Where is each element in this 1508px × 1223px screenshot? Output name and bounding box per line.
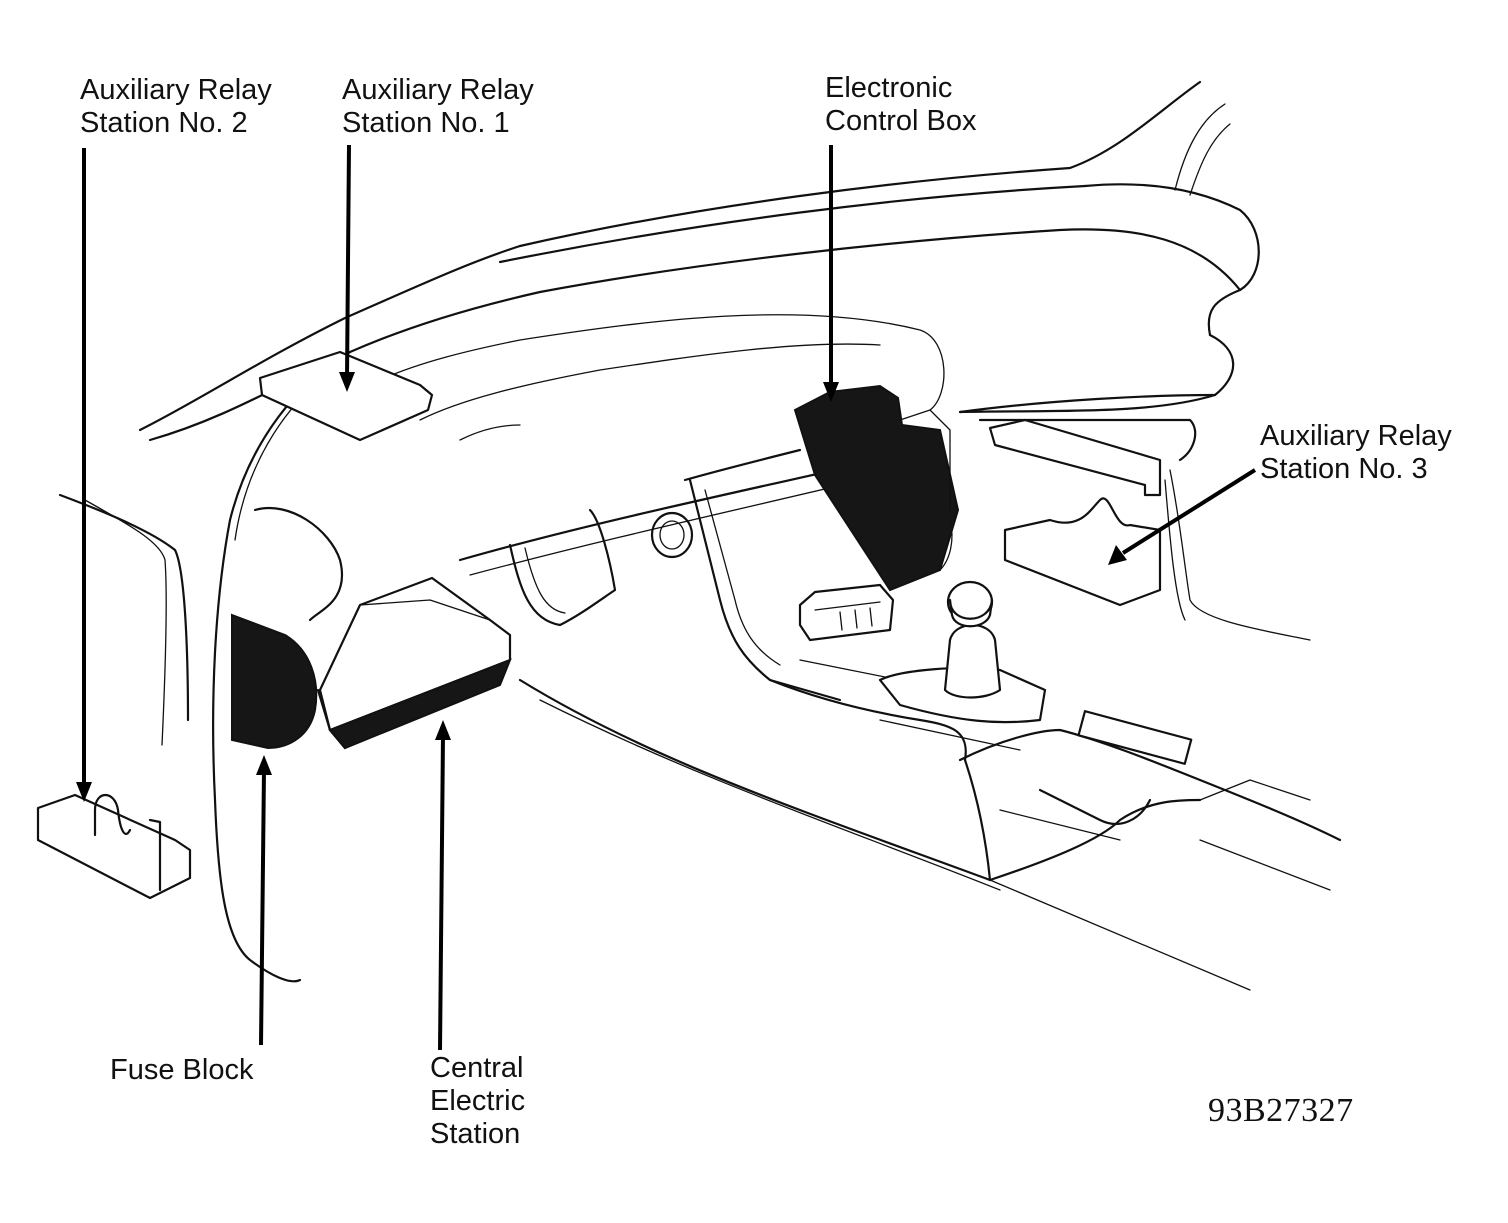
- door-frame: [58, 350, 352, 983]
- aux-relay-2-bracket: [36, 793, 192, 900]
- arrow-electronic-control-box: [823, 145, 839, 402]
- leader-arrows: [76, 144, 1257, 1051]
- center-console: [518, 448, 1342, 991]
- label-aux-relay-station-2: Auxiliary Relay Station No. 2: [80, 74, 272, 139]
- figure-id: 93B27327: [1208, 1092, 1354, 1129]
- arrow-fuse-block: [256, 755, 272, 1046]
- aux-relay-1-bracket: [258, 350, 434, 442]
- label-fuse-block: Fuse Block: [110, 1054, 254, 1086]
- label-central-electric-station: Central Electric Station: [430, 1052, 526, 1150]
- arrow-aux-relay-1: [339, 144, 355, 392]
- gear-shifter: [878, 580, 1047, 724]
- dashboard-top: [348, 183, 1260, 441]
- connector-plug: [798, 583, 895, 642]
- aux-relay-3-bracket: [988, 418, 1162, 607]
- windshield-outline: [138, 80, 1231, 442]
- label-electronic-control-box: Electronic Control Box: [825, 72, 977, 137]
- label-aux-relay-station-1: Auxiliary Relay Station No. 1: [342, 74, 534, 139]
- arrow-central-electric-station: [435, 720, 451, 1051]
- arrow-aux-relay-3: [1108, 468, 1257, 565]
- fuse-block: [231, 613, 318, 750]
- label-aux-relay-station-3: Auxiliary Relay Station No. 3: [1260, 420, 1452, 485]
- arrow-aux-relay-2: [76, 148, 92, 802]
- electronic-control-box: [793, 384, 960, 592]
- central-electric-station: [316, 576, 512, 750]
